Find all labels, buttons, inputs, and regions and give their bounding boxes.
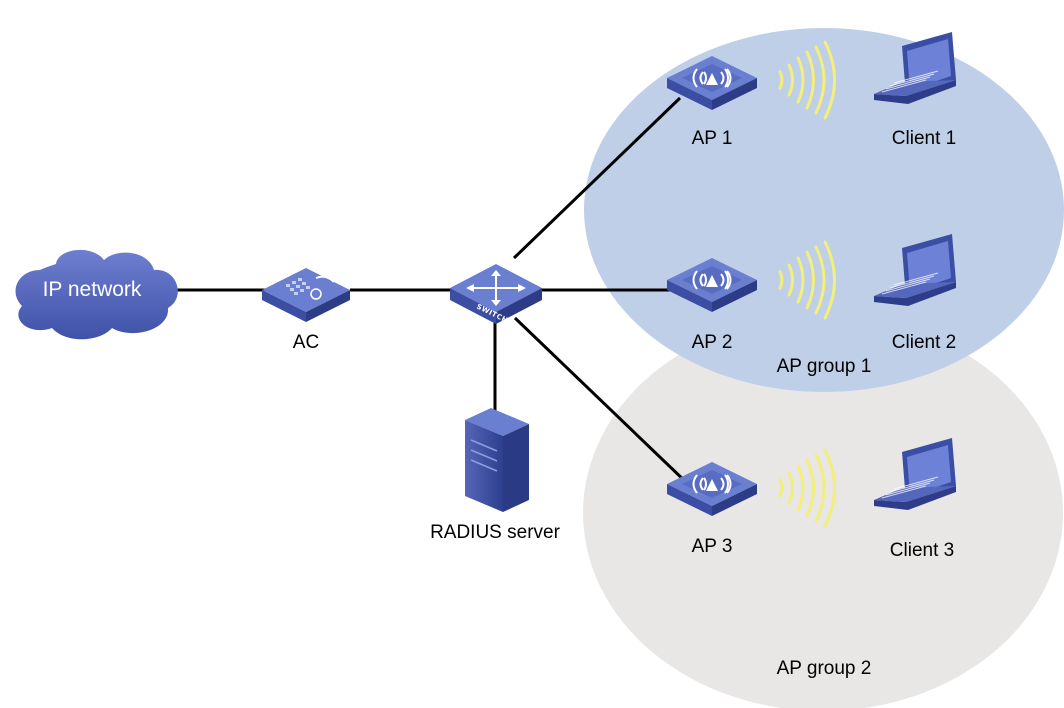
client2-label: Client 2 bbox=[892, 332, 956, 353]
ip-network-label: IP network bbox=[43, 278, 142, 301]
link-switch-ap1 bbox=[512, 96, 682, 260]
client3-label: Client 3 bbox=[890, 540, 954, 561]
ap3-label: AP 3 bbox=[692, 536, 733, 557]
ap2-label: AP 2 bbox=[692, 332, 733, 353]
ap-group-1-label: AP group 1 bbox=[777, 356, 872, 377]
ip-network-cloud-icon: IP network bbox=[15, 249, 178, 340]
radius-server-label: RADIUS server bbox=[430, 522, 561, 543]
ac-label: AC bbox=[293, 332, 319, 353]
network-links bbox=[172, 96, 690, 486]
radius-server-icon bbox=[465, 408, 529, 512]
ac-device bbox=[262, 268, 350, 322]
client1-label: Client 1 bbox=[892, 128, 956, 149]
ap-group-2-label: AP group 2 bbox=[777, 658, 872, 679]
switch-device: SWITCH bbox=[450, 264, 542, 325]
ap-group-2-area bbox=[583, 315, 1063, 708]
link-switch-ap3 bbox=[513, 316, 690, 486]
ap1-label: AP 1 bbox=[692, 128, 733, 149]
